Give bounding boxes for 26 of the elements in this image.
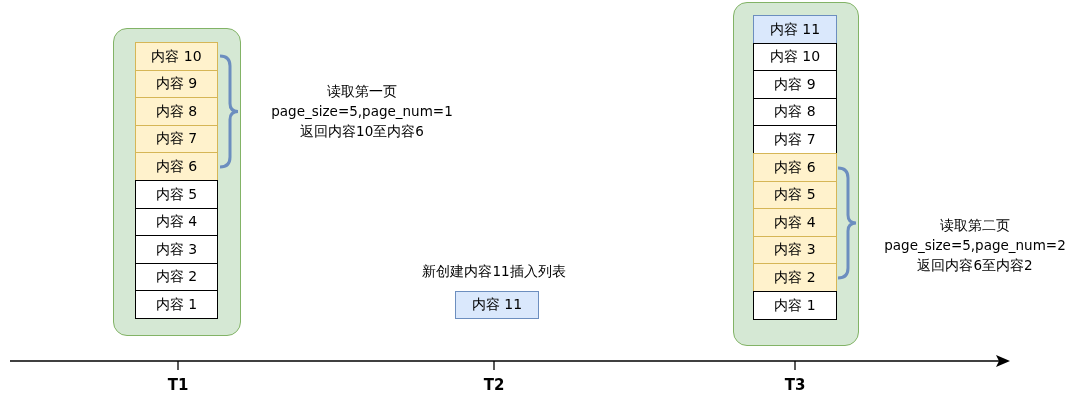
annotation-text: page_size=5,page_num=1 <box>271 103 453 119</box>
list-item: 内容 5 <box>135 180 218 210</box>
list-item: 内容 6 <box>753 153 837 183</box>
time-label: T3 <box>784 376 806 394</box>
list-item: 内容 10 <box>135 42 218 72</box>
annotation-text: page_size=5,page_num=2 <box>884 237 1066 253</box>
list-item: 内容 1 <box>753 291 837 321</box>
list-panel <box>113 28 241 336</box>
annotation-text: 返回内容6至内容2 <box>917 257 1033 275</box>
list-item: 内容 6 <box>135 152 218 182</box>
annotation-text: 读取第二页 <box>940 217 1010 235</box>
list-item: 内容 11 <box>753 15 837 45</box>
note-text: 新创建内容11插入列表 <box>422 263 566 281</box>
time-label: T1 <box>167 376 189 394</box>
list-item: 内容 7 <box>753 125 837 155</box>
list-item: 内容 9 <box>753 70 837 100</box>
time-label: T2 <box>483 376 505 394</box>
list-item: 内容 11 <box>455 291 539 319</box>
annotation-text: 返回内容10至内容6 <box>300 123 424 141</box>
list-item: 内容 2 <box>753 263 837 293</box>
list-panel <box>733 2 859 346</box>
list-item: 内容 1 <box>135 290 218 320</box>
list-item: 内容 8 <box>135 97 218 127</box>
list-item: 内容 4 <box>753 208 837 238</box>
list-item: 内容 3 <box>135 235 218 265</box>
annotation-text: 读取第一页 <box>327 83 397 101</box>
